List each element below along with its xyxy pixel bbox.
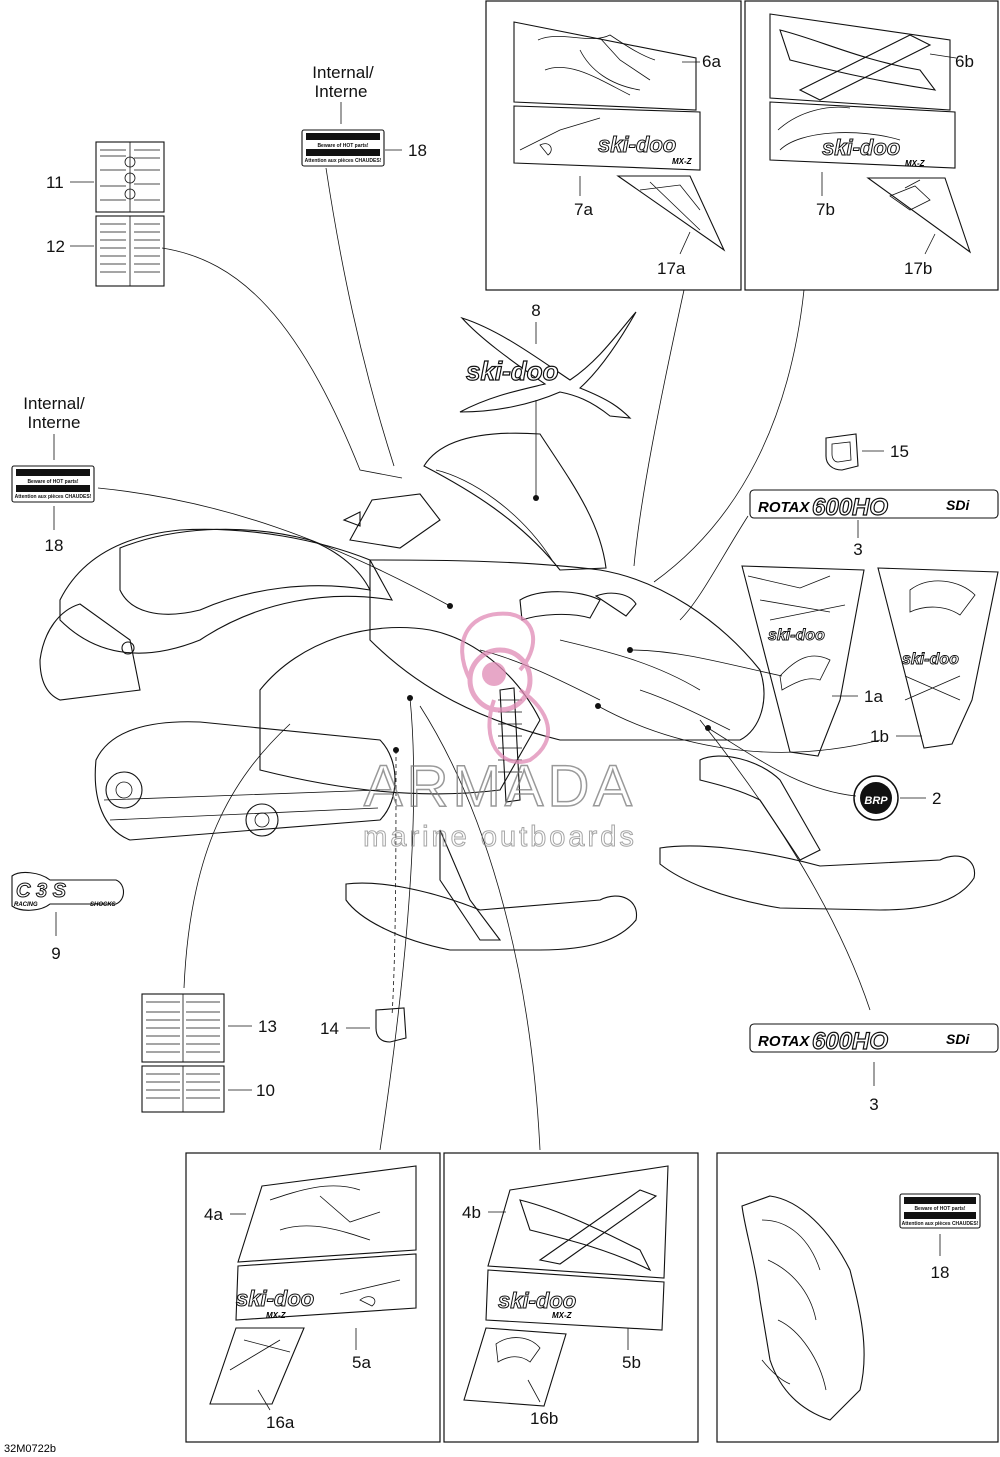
svg-text:AVERTISSEMENT: AVERTISSEMENT: [322, 151, 364, 157]
callout-5a: 5a: [352, 1353, 371, 1372]
callout-5b: 5b: [622, 1353, 641, 1372]
callout-2: 2: [932, 789, 941, 808]
inset-box-4a-5a-16a: ski-doo MX-Z 4a 5a 16a: [185, 1152, 441, 1443]
callout-16a: 16a: [266, 1413, 295, 1432]
svg-text:WARNING: WARNING: [41, 471, 65, 477]
warning-label-18-top: WARNING Beware of HOT parts! AVERTISSEME…: [301, 129, 385, 167]
callout-15: 15: [890, 442, 909, 461]
svg-text:SDi: SDi: [946, 1031, 970, 1047]
callout-14: 14: [320, 1019, 339, 1038]
decal-9-racing-shocks: C 3 S RACING SHOCKS: [11, 871, 125, 911]
callout-18-inset: 18: [931, 1263, 950, 1282]
callout-17b: 17b: [904, 259, 932, 278]
side-decal-1a: ski-doo: [741, 565, 865, 757]
skidoo-logo-5a: ski-doo: [236, 1286, 314, 1311]
svg-text:RACING: RACING: [14, 902, 38, 908]
svg-text:WARNING: WARNING: [928, 1199, 952, 1205]
callout-11: 11: [46, 173, 64, 192]
skidoo-logo-7b: ski-doo: [822, 135, 900, 160]
callout-3-upper: 3: [853, 540, 862, 559]
svg-text:WARNING: WARNING: [331, 135, 355, 141]
armada-watermark: ARMADA marine outboards: [363, 611, 637, 854]
callout-10: 10: [256, 1081, 275, 1100]
callout-3-lower: 3: [869, 1095, 878, 1114]
svg-text:AVERTISSEMENT: AVERTISSEMENT: [919, 1214, 961, 1220]
inset-box-6a-7a-17a: ski-doo MX-Z 6a 7a 17a: [485, 0, 742, 291]
callout-17a: 17a: [657, 259, 686, 278]
svg-text:Beware of HOT parts!: Beware of HOT parts!: [317, 143, 368, 149]
svg-text:600HO: 600HO: [812, 1028, 888, 1055]
safety-label-11: [95, 141, 165, 213]
watermark-brand: ARMADA: [364, 754, 636, 819]
svg-text:AVERTISSEMENT: AVERTISSEMENT: [32, 487, 74, 493]
svg-text:Beware of HOT parts!: Beware of HOT parts!: [27, 479, 78, 485]
safety-label-10: [141, 1065, 225, 1113]
callout-13: 13: [258, 1017, 277, 1036]
internal-note-top-line2: Interne: [315, 82, 368, 101]
safety-label-13: [141, 993, 225, 1063]
mxz-logo-5b: MX-Z: [552, 1311, 573, 1320]
callout-7b: 7b: [816, 200, 835, 219]
callout-7a: 7a: [574, 200, 593, 219]
internal-note-left-line1: Internal/: [23, 394, 85, 413]
inset-box-4b-5b-16b: ski-doo MX-Z 4b 5b 16b: [443, 1152, 699, 1443]
decal-15-plate: [825, 433, 859, 471]
warning-label-18-left: WARNING Beware of HOT parts! AVERTISSEME…: [11, 465, 95, 503]
svg-text:SHOCKS: SHOCKS: [90, 902, 116, 908]
svg-text:ski-doo: ski-doo: [768, 627, 825, 644]
skidoo-logo-8: ski-doo: [466, 356, 559, 386]
mxz-logo-7b: MX-Z: [905, 159, 926, 168]
rotax-decal-3-lower: ROTAX 600HO SDi: [749, 1023, 999, 1056]
callout-16b: 16b: [530, 1409, 558, 1428]
internal-note-top-line1: Internal/: [312, 63, 374, 82]
watermark-tagline: marine outboards: [363, 821, 637, 853]
rotax-decal-3-upper: ROTAX 600HO SDi: [749, 489, 999, 522]
callout-9: 9: [51, 944, 60, 963]
callout-12: 12: [46, 237, 65, 256]
skidoo-logo-5b: ski-doo: [498, 1288, 576, 1313]
side-decal-1b: ski-doo: [877, 567, 999, 749]
mxz-logo-7a: MX-Z: [672, 157, 693, 166]
decal-8-skidoo-x: ski-doo: [459, 311, 637, 419]
diagram-code: 32M0722b: [4, 1443, 56, 1455]
callout-4a: 4a: [204, 1205, 223, 1224]
svg-text:600HO: 600HO: [812, 494, 888, 521]
safety-label-12: [95, 215, 165, 287]
callout-6a: 6a: [702, 52, 721, 71]
callout-1a: 1a: [864, 687, 883, 706]
svg-text:ROTAX: ROTAX: [758, 1033, 810, 1050]
skidoo-logo-7a: ski-doo: [598, 132, 676, 157]
svg-text:Attention aux pièces CHAUDES!: Attention aux pièces CHAUDES!: [305, 158, 382, 164]
svg-text:Attention aux pièces CHAUDES!: Attention aux pièces CHAUDES!: [15, 494, 92, 500]
callout-4b: 4b: [462, 1203, 481, 1222]
mxz-logo-5a: MX-Z: [266, 1311, 287, 1320]
svg-text:BRP: BRP: [864, 795, 888, 807]
svg-text:SDi: SDi: [946, 497, 970, 513]
svg-text:ski-doo: ski-doo: [902, 651, 959, 668]
callout-18-top: 18: [408, 141, 427, 160]
svg-text:ROTAX: ROTAX: [758, 499, 810, 516]
svg-text:Attention aux pièces CHAUDES!: Attention aux pièces CHAUDES!: [902, 1221, 979, 1227]
svg-text:C 3 S: C 3 S: [16, 880, 67, 902]
internal-note-left-line2: Interne: [28, 413, 81, 432]
snowmobile-illustration: [39, 432, 976, 951]
inset-box-18-internal: WARNING Beware of HOT parts! AVERTISSEME…: [716, 1152, 999, 1443]
callout-6b: 6b: [955, 52, 974, 71]
inset-box-6b-7b-17b: ski-doo MX-Z 6b 7b 17b: [744, 0, 999, 291]
svg-text:Beware of HOT parts!: Beware of HOT parts!: [914, 1206, 965, 1212]
decal-14-plate: [375, 1007, 407, 1043]
callout-8: 8: [531, 301, 540, 320]
callout-18-left: 18: [45, 536, 64, 555]
callout-1b: 1b: [870, 727, 889, 746]
brp-badge-2: BRP: [853, 775, 899, 821]
